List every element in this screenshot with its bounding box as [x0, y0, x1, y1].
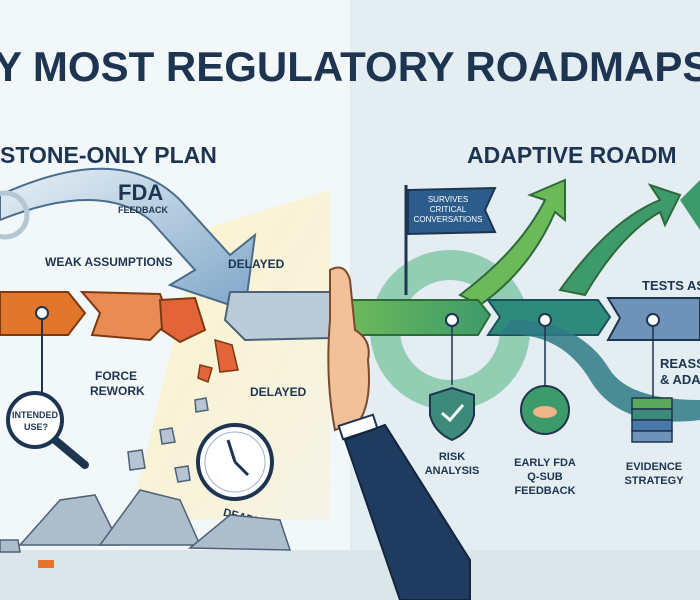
- right-heading: ADAPTIVE ROADM: [467, 142, 677, 168]
- tests-label: TESTS AS: [642, 278, 700, 293]
- evidence-label-2: STRATEGY: [624, 475, 684, 487]
- use-label: USE?: [24, 422, 48, 432]
- milestone-node: [35, 306, 49, 320]
- fda-qsub-label-3: FEEDBACK: [514, 485, 575, 497]
- ada-label: & ADA: [660, 372, 700, 387]
- flag-line-3: CONVERSATIONS: [414, 215, 483, 224]
- reass-label: REASS: [660, 356, 700, 371]
- risk-label-2: ANALYSIS: [425, 465, 480, 477]
- fda-qsub-label-1: EARLY FDA: [514, 457, 576, 469]
- delayed-label-bottom: DELAYED: [250, 385, 307, 399]
- flag-line-2: CRITICAL: [430, 205, 467, 214]
- hands: [533, 406, 557, 418]
- adaptive-branch: [500, 320, 700, 422]
- timeline-segment-2-cracked: [79, 290, 172, 342]
- adaptive-segment-1: [349, 299, 492, 336]
- milestone-nodes: [445, 313, 660, 327]
- force-label: FORCE: [95, 369, 137, 383]
- growth-arrow-2: [558, 183, 682, 297]
- growth-arrow-1: [458, 178, 566, 307]
- flag-line-1: SURVIVES: [428, 195, 468, 204]
- clock-icon: [196, 423, 274, 501]
- stone-debris: [127, 397, 209, 483]
- weak-assumptions-label: WEAK ASSUMPTIONS: [45, 255, 173, 269]
- orange-chip: [38, 560, 54, 568]
- suit-sleeve: [343, 423, 471, 600]
- growth-arrow-3: [680, 180, 700, 230]
- feedback-label: FEEDBACK: [118, 205, 169, 215]
- fda-feedback-arrow: [0, 167, 257, 312]
- flag: [407, 186, 497, 236]
- rework-label: REWORK: [90, 384, 145, 398]
- gear-icon: [0, 190, 30, 240]
- magnifier-icon: [6, 391, 89, 469]
- evidence-label-1: EVIDENCE: [626, 461, 682, 473]
- falling-debris: [197, 338, 239, 384]
- fda-qsub-label-2: Q-SUB: [527, 471, 563, 483]
- risk-label-1: RISK: [439, 451, 465, 463]
- left-heading: STONE-ONLY PLAN: [0, 142, 217, 168]
- delayed-label-top: DELAYED: [228, 257, 285, 271]
- stop-hand: [327, 266, 370, 432]
- page-title: Y MOST REGULATORY ROADMAPS F: [0, 43, 700, 90]
- timeline-fragment: [158, 296, 207, 344]
- timeline-segment-3-stone: [223, 291, 331, 342]
- ground: [0, 550, 700, 600]
- shield-check-icon: [429, 386, 475, 442]
- database-stack-icon: [631, 397, 673, 443]
- rubble-pile: [0, 489, 292, 553]
- fda-label: FDA: [118, 180, 163, 205]
- intended-label: INTENDED: [12, 410, 59, 420]
- check-icon: [441, 404, 465, 423]
